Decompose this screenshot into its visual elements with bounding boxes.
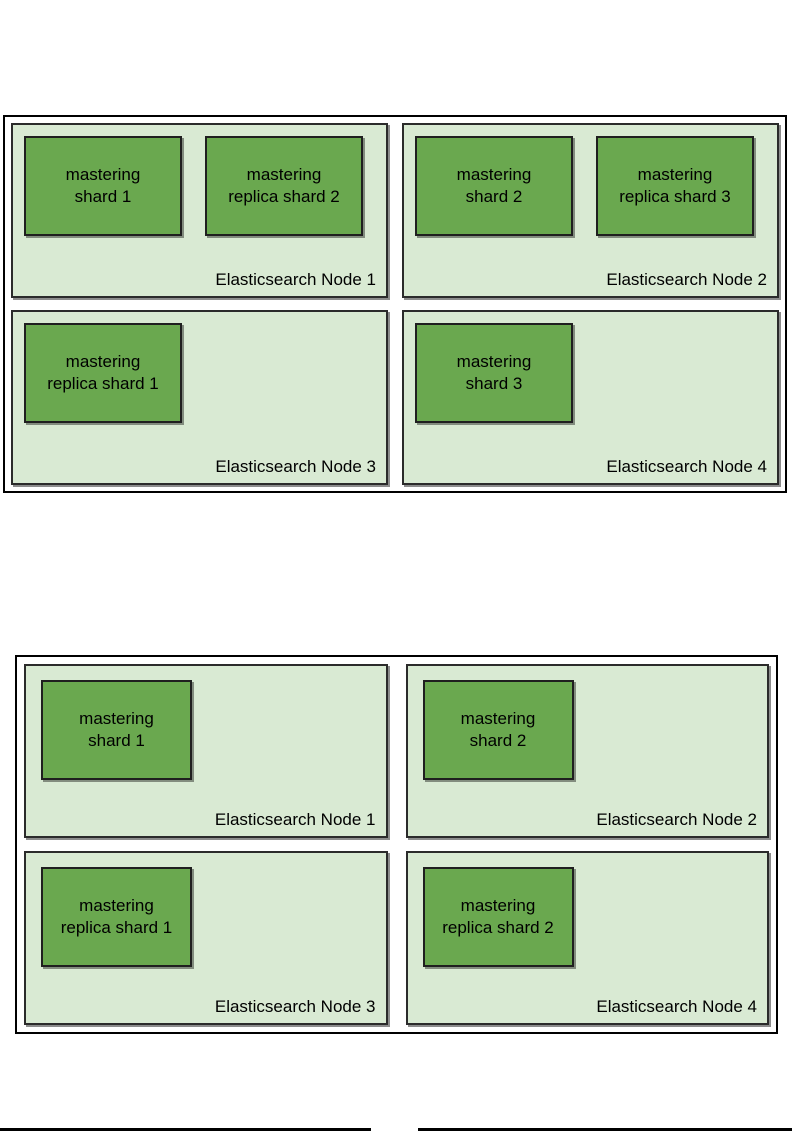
shard-label-line-1: mastering	[79, 896, 154, 916]
node-label: Elasticsearch Node 1	[215, 270, 376, 289]
elasticsearch-node-box: mastering shard 2 Elasticsearch Node 2	[405, 664, 769, 838]
shard-allocation-diagram-1: mastering shard 1 mastering replica shar…	[3, 115, 787, 493]
elasticsearch-node-box: mastering shard 1 mastering replica shar…	[11, 123, 388, 298]
node-shard-row: mastering shard 2 mastering replica shar…	[404, 125, 777, 236]
shard-box: mastering replica shard 3	[596, 136, 754, 236]
elasticsearch-node-box: mastering replica shard 1 Elasticsearch …	[11, 310, 388, 485]
shard-box: mastering replica shard 1	[24, 323, 182, 423]
node-shard-row: mastering shard 1	[26, 666, 386, 780]
elasticsearch-node-box: mastering shard 2 mastering replica shar…	[402, 123, 779, 298]
shard-allocation-diagram-2: mastering shard 1 Elasticsearch Node 1 m…	[15, 655, 778, 1034]
node-grid-2: mastering shard 1 Elasticsearch Node 1 m…	[17, 657, 776, 1032]
elasticsearch-node-box: mastering replica shard 2 Elasticsearch …	[405, 851, 769, 1025]
node-label: Elasticsearch Node 3	[214, 997, 376, 1016]
shard-label-line-1: mastering	[456, 165, 532, 185]
node-label: Elasticsearch Node 4	[606, 457, 767, 476]
shard-label-line-2: replica shard 1	[60, 918, 173, 937]
shard-label-line-2: replica shard 2	[442, 918, 554, 937]
node-label: Elasticsearch Node 3	[215, 457, 376, 476]
node-shard-row: mastering shard 1 mastering replica shar…	[13, 125, 386, 236]
shard-box: mastering shard 2	[415, 136, 573, 236]
shard-label-line-2: shard 3	[465, 374, 523, 393]
shard-label-line-1: mastering	[246, 165, 322, 185]
node-label: Elasticsearch Node 2	[606, 270, 767, 289]
shard-label-line-2: replica shard 3	[619, 187, 731, 206]
node-label: Elasticsearch Node 2	[596, 810, 757, 829]
shard-label-line-1: mastering	[637, 165, 713, 185]
shard-label-line-1: mastering	[79, 709, 154, 729]
shard-label-line-1: mastering	[460, 896, 536, 916]
node-label: Elasticsearch Node 1	[214, 810, 376, 829]
shard-label-line-1: mastering	[65, 352, 141, 372]
shard-label-line-1: mastering	[456, 352, 532, 372]
shard-label-line-1: mastering	[65, 165, 141, 185]
shard-box: mastering shard 2	[422, 680, 574, 780]
node-shard-row: mastering replica shard 1	[26, 853, 386, 967]
node-shard-row: mastering replica shard 2	[408, 853, 768, 967]
partial-diagram-top-border-left	[0, 1128, 371, 1131]
elasticsearch-node-box: mastering shard 3 Elasticsearch Node 4	[402, 310, 779, 485]
elasticsearch-node-box: mastering replica shard 1 Elasticsearch …	[24, 851, 388, 1025]
shard-label-line-2: replica shard 2	[228, 187, 340, 206]
shard-label-line-2: shard 2	[469, 731, 527, 750]
shard-box: mastering replica shard 2	[422, 867, 574, 967]
node-shard-row: mastering shard 2	[408, 666, 768, 780]
shard-box: mastering replica shard 1	[41, 867, 192, 967]
shard-box: mastering shard 3	[415, 323, 573, 423]
elasticsearch-node-box: mastering shard 1 Elasticsearch Node 1	[24, 664, 388, 838]
shard-box: mastering shard 1	[24, 136, 182, 236]
node-label: Elasticsearch Node 4	[596, 997, 757, 1016]
shard-label-line-2: shard 2	[465, 187, 523, 206]
shard-label-line-1: mastering	[460, 709, 536, 729]
shard-label-line-2: shard 1	[74, 187, 132, 206]
node-shard-row: mastering shard 3	[404, 312, 777, 423]
shard-label-line-2: replica shard 1	[47, 374, 159, 393]
node-grid-1: mastering shard 1 mastering replica shar…	[5, 117, 785, 491]
shard-label-line-2: shard 1	[88, 731, 145, 750]
partial-diagram-top-border-right	[418, 1128, 792, 1131]
node-shard-row: mastering replica shard 1	[13, 312, 386, 423]
shard-box: mastering replica shard 2	[205, 136, 363, 236]
shard-box: mastering shard 1	[41, 680, 192, 780]
